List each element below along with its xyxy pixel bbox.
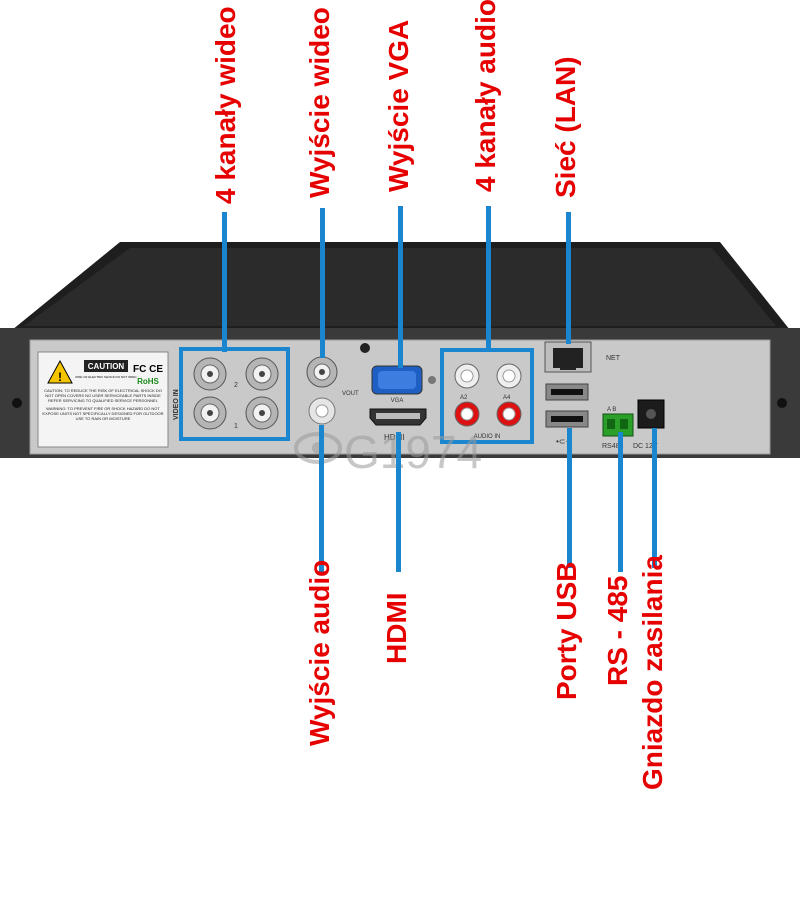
video-out-label: VOUT [342, 391, 359, 397]
audio-in-label: AUDIO IN [474, 434, 501, 440]
svg-text:G1974: G1974 [344, 426, 482, 478]
usb-symbol-icon: •⊂· [556, 437, 568, 446]
svg-text:A4: A4 [503, 395, 511, 401]
rca-audio-in-1 [454, 363, 480, 389]
line-usb [567, 428, 572, 568]
svg-text:DC 12V: DC 12V [633, 443, 658, 450]
label-lan: Sieć (LAN) [550, 56, 581, 198]
label-audio-in: 4 kanały audio [470, 0, 501, 192]
line-rs485 [618, 432, 623, 572]
label-power: Gniazdo zasilania [637, 555, 668, 790]
video-in-highlight [179, 347, 290, 441]
label-video-out: Wyjście wideo [304, 7, 335, 198]
line-vga [398, 206, 403, 368]
label-rs485: RS - 485 [602, 575, 633, 687]
svg-text:HDMI: HDMI [384, 433, 404, 442]
label-usb: Porty USB [551, 561, 582, 700]
line-audio-out [319, 425, 324, 575]
fcc-ce-mark: FC CE [133, 364, 163, 375]
video-in-label: VIDEO IN [173, 389, 180, 420]
warning-triangle-icon [47, 359, 73, 384]
line-hdmi [396, 432, 401, 572]
bnc-video-in-4 [245, 396, 279, 430]
svg-text:1: 1 [234, 423, 238, 430]
screw-right [777, 398, 787, 408]
warning-body: WARNING: TO PREVENT FIRE OR SHOCK HAZARD… [42, 406, 164, 421]
svg-text:2: 2 [234, 382, 238, 389]
rca-audio-in-2 [496, 363, 522, 389]
rca-audio-in-4 [496, 401, 522, 427]
caution-sub: RISK OF ELECTRIC SHOCK DO NOT OPEN [76, 375, 137, 379]
label-video-in: 4 kanały wideo [210, 6, 241, 204]
bnc-video-in-1 [193, 357, 227, 391]
line-power [652, 428, 657, 568]
bnc-video-in-2 [245, 357, 279, 391]
bnc-video-out [306, 356, 338, 388]
rs485-label: RS485 [602, 443, 624, 450]
line-audio-in [486, 206, 491, 352]
bnc-video-in-3 [193, 396, 227, 430]
svg-text:A B: A B [607, 407, 616, 413]
svg-text:VGA: VGA [391, 398, 404, 404]
label-audio-out: Wyjście audio [304, 559, 335, 746]
svg-text:NET: NET [606, 355, 621, 362]
svg-text:A2: A2 [460, 395, 468, 401]
rca-audio-out [308, 397, 336, 425]
rca-audio-in-3 [454, 401, 480, 427]
caution-title: CAUTION [88, 362, 125, 371]
rohs-mark: RoHS [137, 377, 159, 386]
svg-text:!: ! [58, 370, 62, 384]
caution-body: CAUTION: TO REDUCE THE RISK OF ELECTRICA… [44, 388, 162, 403]
line-video-in [222, 212, 227, 352]
line-lan [566, 212, 571, 344]
label-vga: Wyjście VGA [383, 19, 414, 192]
label-hdmi: HDMI [381, 592, 412, 664]
screw-left [12, 398, 22, 408]
line-video-out [320, 208, 325, 358]
